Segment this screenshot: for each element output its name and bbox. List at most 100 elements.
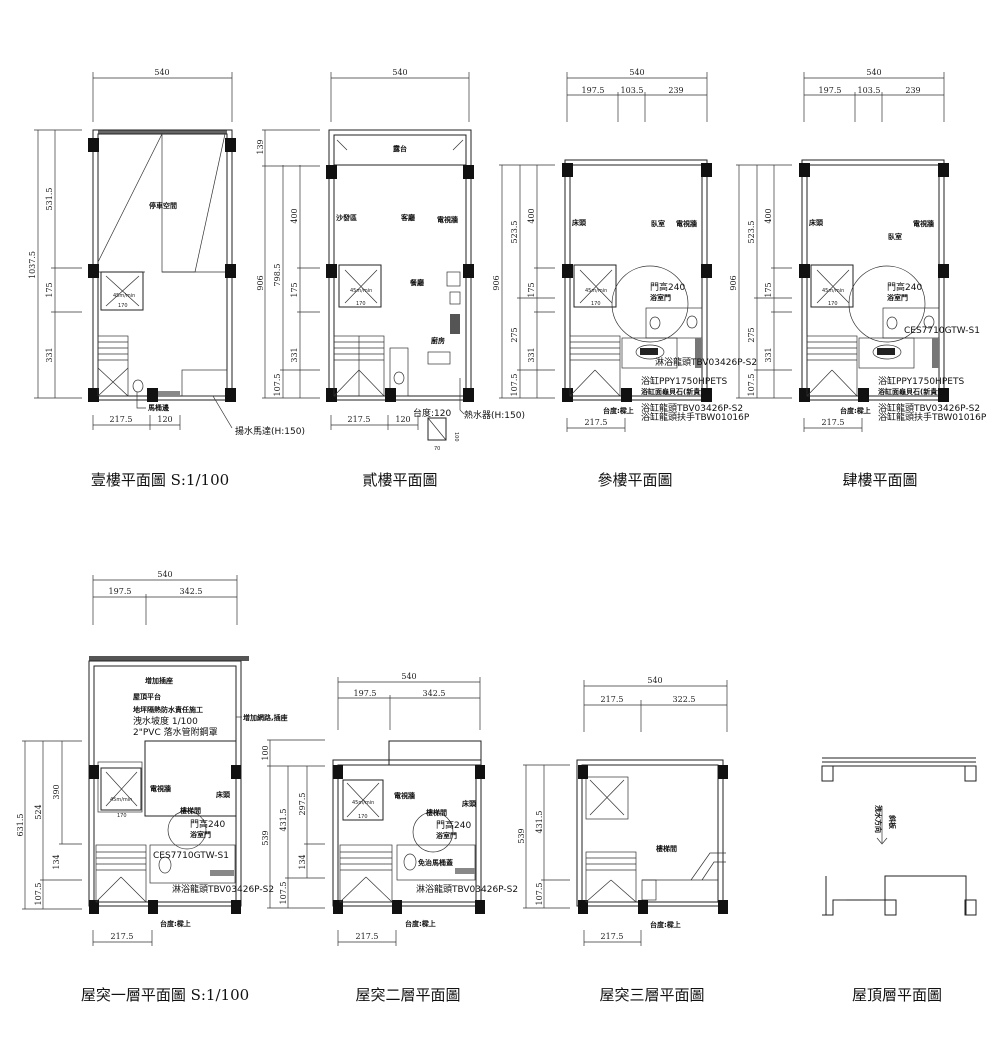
dim-seg: 120 — [157, 415, 172, 424]
dim-seg: 523.5 — [510, 221, 519, 244]
dim-seg: 331 — [45, 347, 54, 362]
elevator-speed: 45m/min — [822, 288, 844, 294]
walls — [88, 656, 249, 907]
note-pvc-drain: 2"PVC 落水管附鋼罩 — [133, 726, 218, 738]
dimension-top: 540 — [92, 68, 233, 122]
dim-width: 540 — [866, 68, 881, 77]
note-pump: 揚水馬達(H:150) — [235, 425, 305, 437]
dim-seg: 297.5 — [298, 793, 307, 816]
plan-1f: 540 45m/min 170 停車空間 — [28, 68, 305, 489]
note-sill-height: 台度:120 — [413, 407, 451, 419]
note-water-heater: 熱水器(H:150) — [464, 409, 525, 421]
note-sill: 台度:樑上 — [405, 919, 436, 928]
dimension-left: 906 523.5 400 175 275 331 107.5 — [729, 164, 792, 399]
plan-title: 肆樓平面圖 — [842, 471, 917, 489]
dim-total-depth: 906 — [256, 275, 265, 290]
room-bedroom: 臥室 — [888, 232, 902, 241]
note-toilet-model: CES7710GTW-S1 — [153, 851, 229, 861]
room-tv-wall: 電視牆 — [437, 215, 458, 224]
columns — [578, 765, 728, 914]
dim-seg: 342.5 — [180, 587, 203, 596]
note-tub-handrail: 浴缸龍頭扶手TBW01016P — [641, 411, 750, 423]
dim-total-depth: 906 — [729, 275, 738, 290]
plan-title: 屋突一層平面圖 S:1/100 — [81, 986, 249, 1004]
dim-seg: 524 — [34, 804, 43, 819]
columns — [88, 138, 236, 402]
elevator: 45m/min 170 — [338, 264, 382, 308]
drain-direction-arrow-icon — [876, 806, 888, 845]
note-tub-surface: 浴缸面龜貝石(新貴金) — [878, 387, 947, 396]
dim-seg: 523.5 — [747, 221, 756, 244]
room-bedhead: 床頭 — [462, 799, 477, 808]
room-parking: 停車空間 — [149, 201, 177, 210]
dimension-left: 100 539 431.5 297.5 134 107.5 — [261, 739, 325, 909]
elevator: 45m/min 170 — [100, 271, 144, 311]
note-add-network-outlet: 增加網路,插座 — [243, 713, 288, 722]
columns — [333, 765, 485, 914]
dim-width: 540 — [154, 68, 169, 77]
dim-seg: 217.5 — [585, 418, 608, 427]
plan-title: 屋突三層平面圖 — [599, 986, 704, 1004]
plan-3f: 540 197.5 103.5 239 45m/min 170 床頭 臥室 — [492, 68, 757, 489]
dim-seg: 331 — [764, 347, 773, 362]
elevator-size: 170 — [828, 301, 838, 307]
stairs — [97, 335, 144, 397]
dim-seg: 331 — [527, 347, 536, 362]
room-living: 客廳 — [400, 213, 415, 222]
note-sill: 台度:樑上 — [160, 919, 191, 928]
dimension-left: 1037.5 531.5 175 331 — [28, 129, 82, 399]
elevator-size: 170 — [591, 301, 601, 307]
room-stairwell: 樓梯間 — [180, 806, 201, 815]
elevator: 45m/min 170 — [810, 264, 854, 308]
columns — [326, 165, 474, 402]
stairs — [585, 851, 637, 903]
note-tub-faucet: 浴缸龍頭TBV03426P-S2 — [878, 402, 980, 414]
dim-seg: 139 — [256, 139, 265, 154]
elevator-speed: 45m/min — [585, 288, 607, 294]
dim-total-depth: 906 — [492, 275, 501, 290]
dim-seg: 175 — [45, 282, 54, 297]
label-sloped-slab: 斜板 — [888, 814, 897, 830]
dim-seg: 217.5 — [356, 932, 379, 941]
elevator-size: 170 — [118, 303, 128, 309]
dim-seg: 798.5 — [273, 264, 282, 287]
walls — [92, 129, 233, 401]
room-tv-wall: 電視牆 — [394, 791, 415, 800]
dim-seg: 197.5 — [582, 86, 605, 95]
note-toilet-model: CES7710GTW-S1 — [904, 326, 980, 336]
dim-seg: 239 — [905, 86, 920, 95]
room-bedhead: 床頭 — [809, 218, 824, 227]
dimension-left: 139 906 798.5 400 175 331 107.5 — [256, 129, 320, 399]
dim-seg: 197.5 — [109, 587, 132, 596]
dim-seg: 322.5 — [673, 695, 696, 704]
room-sofa-area: 沙發區 — [336, 213, 357, 222]
dim-seg: 342.5 — [423, 689, 446, 698]
dim-width: 540 — [392, 68, 407, 77]
room-balcony: 露台 — [393, 144, 407, 153]
plan-title: 參樓平面圖 — [597, 471, 672, 489]
dim-seg: 217.5 — [601, 932, 624, 941]
elevator-speed: 45m/min — [352, 800, 374, 806]
room-roof-terrace: 屋頂平台 — [133, 692, 161, 701]
note-door-height: 門高240 — [190, 818, 225, 830]
dim-seg: 107.5 — [510, 374, 519, 397]
dim-seg: 103.5 — [858, 86, 881, 95]
stairs — [806, 335, 858, 397]
room-bedroom: 臥室 — [651, 219, 665, 228]
walls — [332, 740, 482, 907]
stairs — [339, 844, 393, 903]
note-bidet-seat: 免治馬桶蓋 — [418, 858, 453, 867]
dim-width: 540 — [647, 676, 662, 685]
dim-seg: 217.5 — [822, 418, 845, 427]
walls — [564, 159, 708, 401]
note-bathroom-door: 浴室門 — [190, 830, 211, 839]
note-bathroom-door: 浴室門 — [650, 293, 671, 302]
dim-seg: 100 — [261, 745, 270, 760]
dim-total-depth: 539 — [261, 830, 270, 845]
note-waterproofing: 地坪隔熱防水責任施工 — [133, 705, 203, 714]
dim-seg: 390 — [52, 784, 61, 799]
plan-2f: 540 45m/min 170 露台 沙發區 客廳 電視牆 餐廳 — [256, 68, 525, 489]
dim-seg: 217.5 — [110, 415, 133, 424]
dim-seg: 175 — [527, 282, 536, 297]
